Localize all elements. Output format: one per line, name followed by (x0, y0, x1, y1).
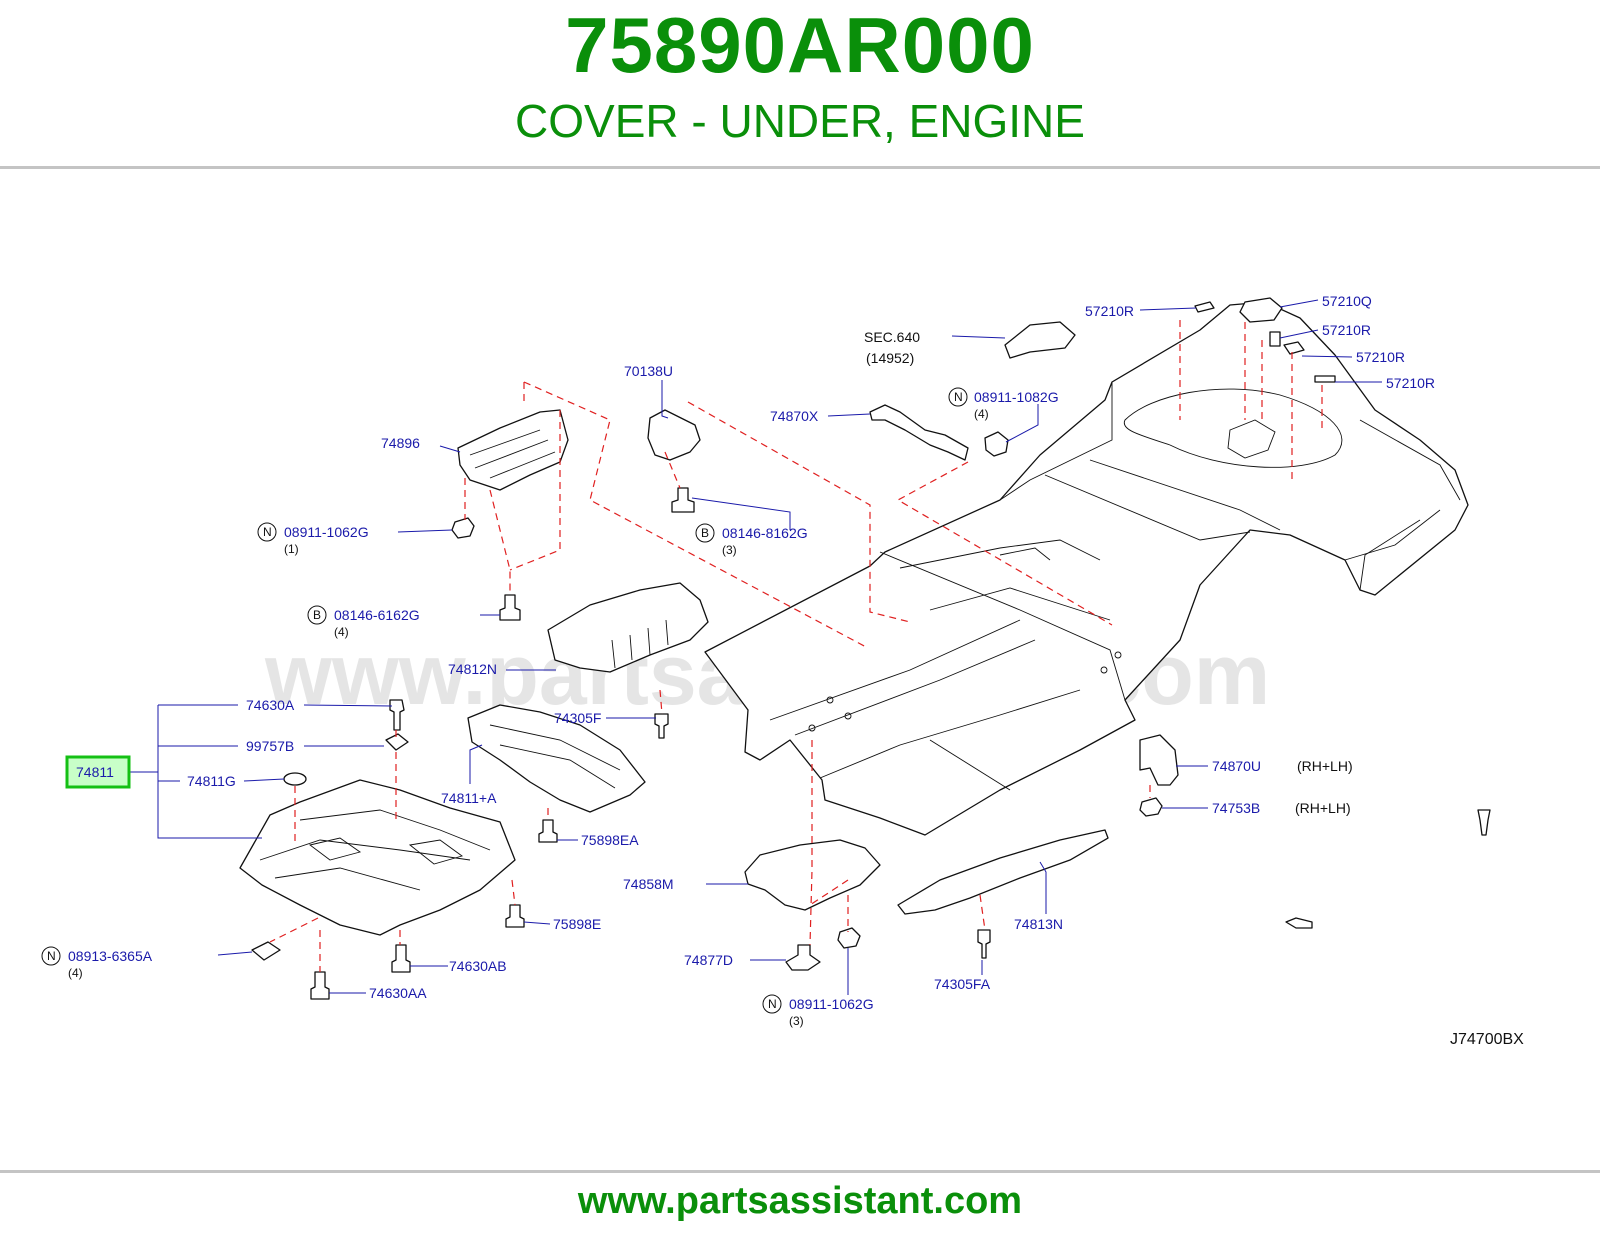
n-prefix-letter: N (954, 390, 963, 404)
leader-lines (130, 299, 1382, 995)
label-sec640-ref: (14952) (866, 350, 914, 366)
qty-08146-6162G: (4) (334, 625, 349, 639)
spare-tire-hardware (1194, 297, 1336, 383)
clip-99757B (385, 733, 409, 751)
label-74813N[interactable]: 74813N (1014, 916, 1063, 932)
label-74896[interactable]: 74896 (381, 435, 420, 451)
bolt-74630AA (310, 971, 330, 1000)
n-prefix-letter: N (768, 997, 777, 1011)
b-prefix-letter: B (313, 608, 321, 622)
sec640-bracket (1004, 321, 1076, 359)
bolt-74630A (389, 699, 405, 731)
bracket-74870X (869, 404, 969, 461)
label-75898EA[interactable]: 75898EA (581, 832, 639, 848)
bolt-74630AB (391, 944, 411, 973)
label-74630A[interactable]: 74630A (246, 697, 295, 713)
cover-74813N (897, 829, 1109, 915)
cover-74811A (467, 704, 646, 813)
label-74812N[interactable]: 74812N (448, 661, 497, 677)
label-57210R-c[interactable]: 57210R (1356, 349, 1405, 365)
screw-horizontal (1285, 917, 1313, 929)
label-74870U[interactable]: 74870U (1212, 758, 1261, 774)
label-57210R-d[interactable]: 57210R (1386, 375, 1435, 391)
footer-website[interactable]: www.partsassistant.com (577, 1180, 1023, 1222)
label-57210R-b[interactable]: 57210R (1322, 322, 1371, 338)
label-74305F[interactable]: 74305F (554, 710, 601, 726)
n-prefix-circle (41, 946, 61, 966)
label-74305FA[interactable]: 74305FA (934, 976, 991, 992)
label-75898E[interactable]: 75898E (553, 916, 601, 932)
nut-74753B (1139, 797, 1163, 817)
clip-74305F (654, 713, 669, 739)
label-74811G[interactable]: 74811G (187, 773, 236, 789)
part-number-title: 75890AR000 (565, 1, 1035, 89)
label-74630AB[interactable]: 74630AB (449, 958, 507, 974)
label-sec640[interactable]: SEC.640 (864, 329, 920, 345)
bracket-70138U (647, 409, 701, 461)
cover-74858M (744, 839, 881, 911)
label-08911-1062G-b[interactable]: 08911-1062G (789, 996, 874, 1012)
diagram-code: J74700BX (1450, 1031, 1524, 1048)
qty-08913-6365A: (4) (68, 966, 83, 980)
label-74870X[interactable]: 74870X (770, 408, 819, 424)
floor-pan-body (704, 301, 1469, 836)
nut-08911-1062G-a (451, 517, 475, 539)
label-74858M[interactable]: 74858M (623, 876, 674, 892)
label-74753B[interactable]: 74753B (1212, 800, 1260, 816)
part-description: COVER - UNDER, ENGINE (515, 95, 1085, 147)
header-divider (0, 166, 1600, 169)
bolt-08146-6162G (499, 594, 521, 621)
side-cover-74812N (547, 582, 709, 673)
label-70138U[interactable]: 70138U (624, 363, 673, 379)
highlight-74811 (65, 755, 131, 789)
plug-74811G (283, 772, 307, 786)
bolt-08146-8162G (671, 487, 695, 513)
label-74630AA[interactable]: 74630AA (369, 985, 427, 1001)
label-74811A[interactable]: 74811+A (441, 790, 497, 806)
assembly-dash-lines (269, 320, 1323, 972)
n-prefix-circle (948, 387, 968, 407)
label-74753B-side: (RH+LH) (1295, 800, 1351, 816)
label-99757B[interactable]: 99757B (246, 738, 294, 754)
n-prefix-circle (762, 994, 782, 1014)
qty-08146-8162G: (3) (722, 543, 737, 557)
label-74811-highlighted[interactable]: 74811 (76, 764, 114, 780)
footer-divider (0, 1170, 1600, 1173)
label-08911-1082G[interactable]: 08911-1082G (974, 389, 1059, 405)
label-08146-8162G[interactable]: 08146-8162G (722, 525, 808, 541)
qty-08911-1082G: (4) (974, 407, 989, 421)
nut-08911-1082G (984, 431, 1009, 457)
label-57210Q[interactable]: 57210Q (1322, 293, 1372, 309)
bracket-74870U (1139, 734, 1179, 786)
label-08146-6162G[interactable]: 08146-6162G (334, 607, 420, 623)
n-prefix-letter: N (263, 525, 272, 539)
b-prefix-circle (307, 605, 327, 625)
label-08913-6365A[interactable]: 08913-6365A (68, 948, 153, 964)
b-prefix-circle (695, 523, 715, 543)
nut-08911-1062G-b (837, 927, 861, 949)
cover-74896 (457, 409, 569, 491)
clip-74305FA (977, 929, 991, 959)
qty-08911-1062G-a: (1) (284, 542, 299, 556)
n-prefix-circle (257, 522, 277, 542)
label-08911-1062G-a[interactable]: 08911-1062G (284, 524, 369, 540)
clip-75898E (505, 904, 525, 928)
label-57210R-a[interactable]: 57210R (1085, 303, 1134, 319)
label-74877D[interactable]: 74877D (684, 952, 733, 968)
clip-75898EA (538, 819, 558, 843)
b-prefix-letter: B (701, 526, 709, 540)
qty-08911-1062G-b: (3) (789, 1014, 804, 1028)
clip-74877D (785, 944, 821, 971)
clip-08913-6365A (251, 941, 281, 961)
screw-upright (1477, 809, 1491, 836)
n-prefix-letter: N (47, 949, 56, 963)
label-74870U-side: (RH+LH) (1297, 758, 1353, 774)
